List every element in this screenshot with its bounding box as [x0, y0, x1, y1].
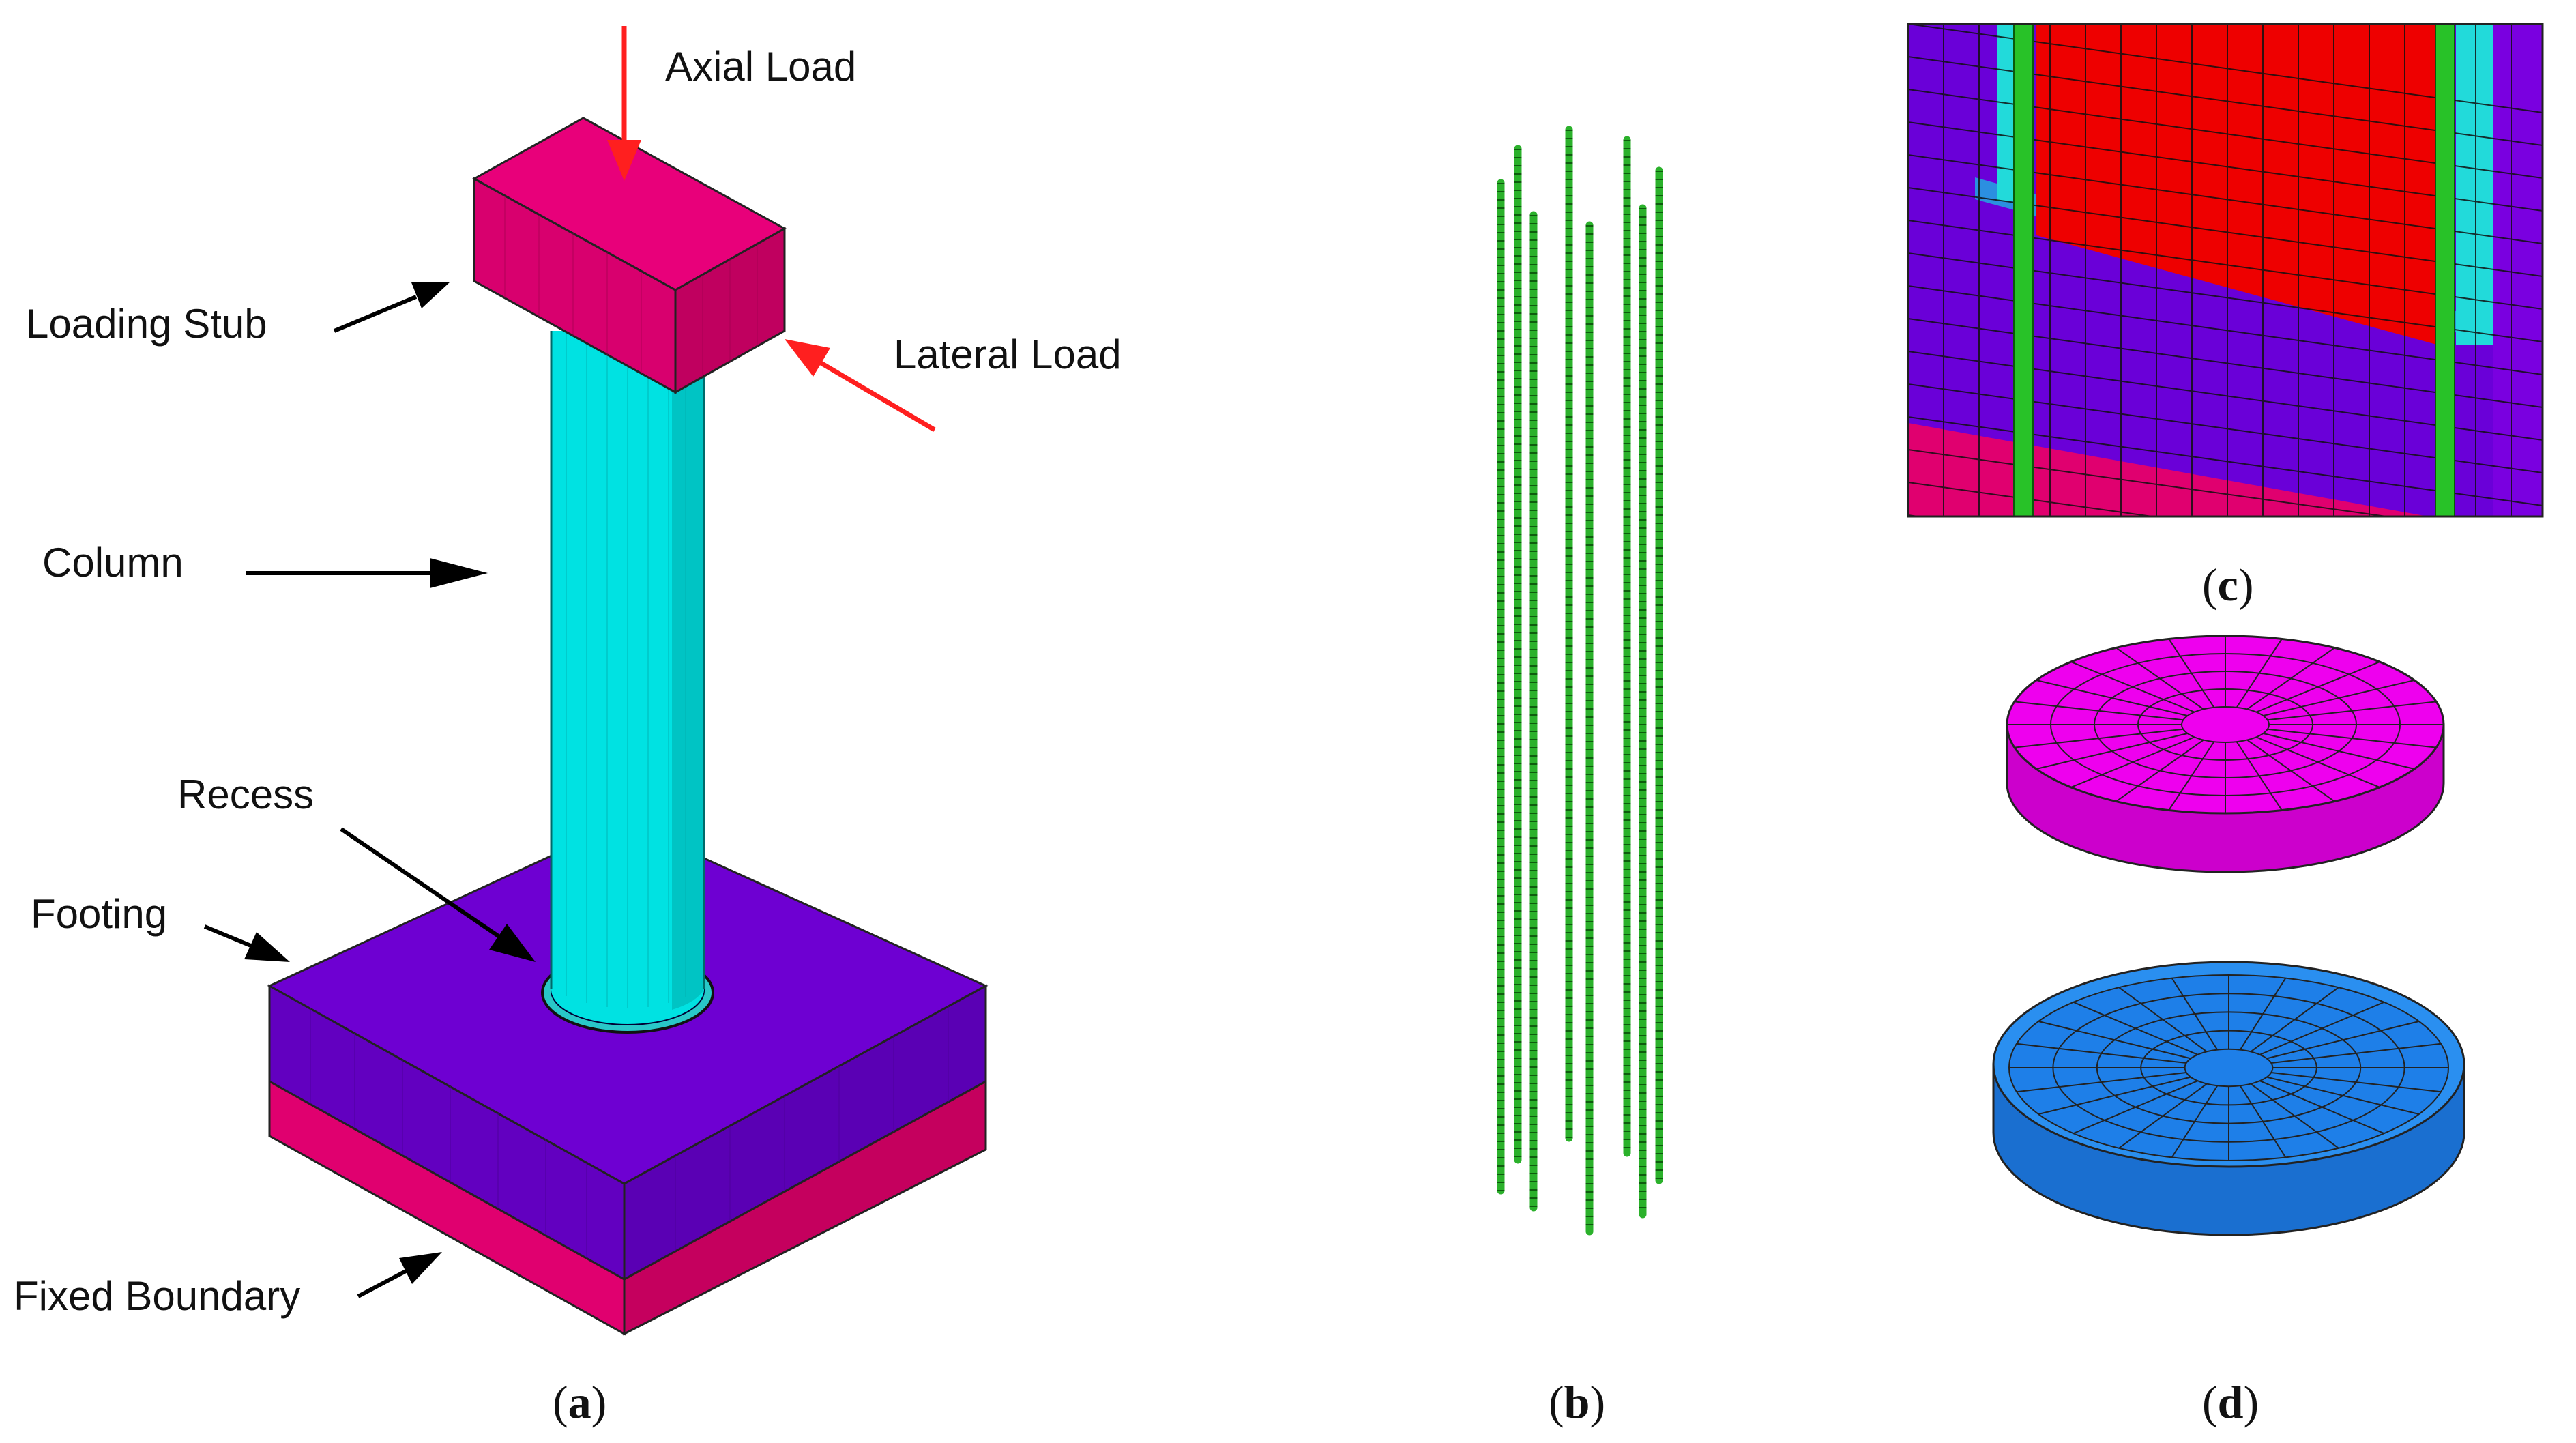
- mesh-spoke: [2246, 739, 2335, 802]
- mesh-spoke: [2036, 733, 2188, 770]
- mesh-spoke: [2171, 1085, 2219, 1158]
- mesh-spoke: [2250, 1083, 2339, 1149]
- mesh-spoke: [2259, 1001, 2385, 1055]
- mesh-spoke: [2116, 739, 2204, 802]
- panel-b: [1497, 126, 1663, 1236]
- loading-stub: [471, 117, 787, 394]
- panel-c: [1907, 23, 2544, 518]
- column-label: Column: [42, 540, 184, 585]
- mesh-spoke: [2271, 1043, 2442, 1064]
- mesh-spoke: [2255, 661, 2380, 713]
- mesh-spoke: [2016, 1072, 2186, 1093]
- mesh-spoke: [2236, 638, 2283, 708]
- mesh-spoke: [2171, 978, 2219, 1051]
- mesh-spoke: [2266, 1076, 2420, 1115]
- mesh-spoke: [2246, 647, 2335, 710]
- mesh-spoke: [2266, 1021, 2420, 1060]
- lateral-load-arrow: [785, 339, 936, 433]
- axial-load-arrow: [607, 26, 641, 181]
- footing-label: Footing: [31, 891, 167, 937]
- column-pointer: [246, 558, 488, 588]
- panel-a: Axial Load Loading Stub Lateral Load Col…: [14, 26, 1122, 1428]
- loading-stub-pointer: [333, 282, 450, 333]
- fixed-boundary-label: Fixed Boundary: [14, 1273, 300, 1319]
- mesh-spoke: [2259, 1080, 2385, 1135]
- mesh-spoke: [2168, 638, 2215, 708]
- caption-a: (a): [553, 1376, 606, 1428]
- mesh-spoke: [2014, 701, 2184, 721]
- bottom-disc: [1992, 961, 2465, 1236]
- mesh-spoke: [2036, 680, 2188, 716]
- mesh-spoke: [2038, 1076, 2191, 1115]
- mesh-spoke: [2267, 701, 2437, 721]
- column-cylinder: [550, 331, 705, 1023]
- mesh-spoke: [2263, 733, 2415, 770]
- fixed-boundary-slab: [268, 1079, 987, 1336]
- mesh-spoke: [2271, 1072, 2442, 1093]
- mesh-spoke: [2118, 987, 2208, 1053]
- lateral-load-label: Lateral Load: [894, 332, 1122, 377]
- loading-stub-label: Loading Stub: [26, 301, 267, 347]
- mesh-spoke: [2168, 741, 2215, 811]
- axial-load-label: Axial Load: [665, 44, 856, 89]
- mesh-spoke: [2073, 1001, 2198, 1055]
- recess-label: Recess: [177, 772, 314, 817]
- mesh-spoke: [2116, 647, 2204, 710]
- caption-d: (d): [2202, 1376, 2259, 1428]
- mesh-spoke: [2250, 987, 2339, 1053]
- mesh-spoke: [2239, 978, 2287, 1051]
- caption-c: (c): [2202, 559, 2254, 611]
- mesh-spoke: [2263, 680, 2415, 716]
- panel-d: [1992, 635, 2465, 1236]
- mesh-spoke: [2073, 1080, 2198, 1135]
- mesh-spoke: [2038, 1021, 2191, 1060]
- mesh-spoke: [2255, 736, 2380, 788]
- mesh-spoke: [2070, 736, 2195, 788]
- caption-b: (b): [1549, 1376, 1605, 1428]
- mesh-spoke: [2267, 728, 2437, 748]
- mesh-spoke: [2236, 741, 2283, 811]
- mesh-spoke: [2070, 661, 2195, 713]
- footing-pointer: [203, 924, 290, 962]
- mesh-spoke: [2014, 728, 2184, 748]
- mesh-spoke: [2118, 1083, 2208, 1149]
- mesh-spoke: [2016, 1043, 2186, 1064]
- fixed-boundary-pointer: [357, 1252, 442, 1298]
- top-disc: [2006, 635, 2445, 873]
- recess-pointer: [340, 827, 536, 962]
- mesh-spoke: [2239, 1085, 2287, 1158]
